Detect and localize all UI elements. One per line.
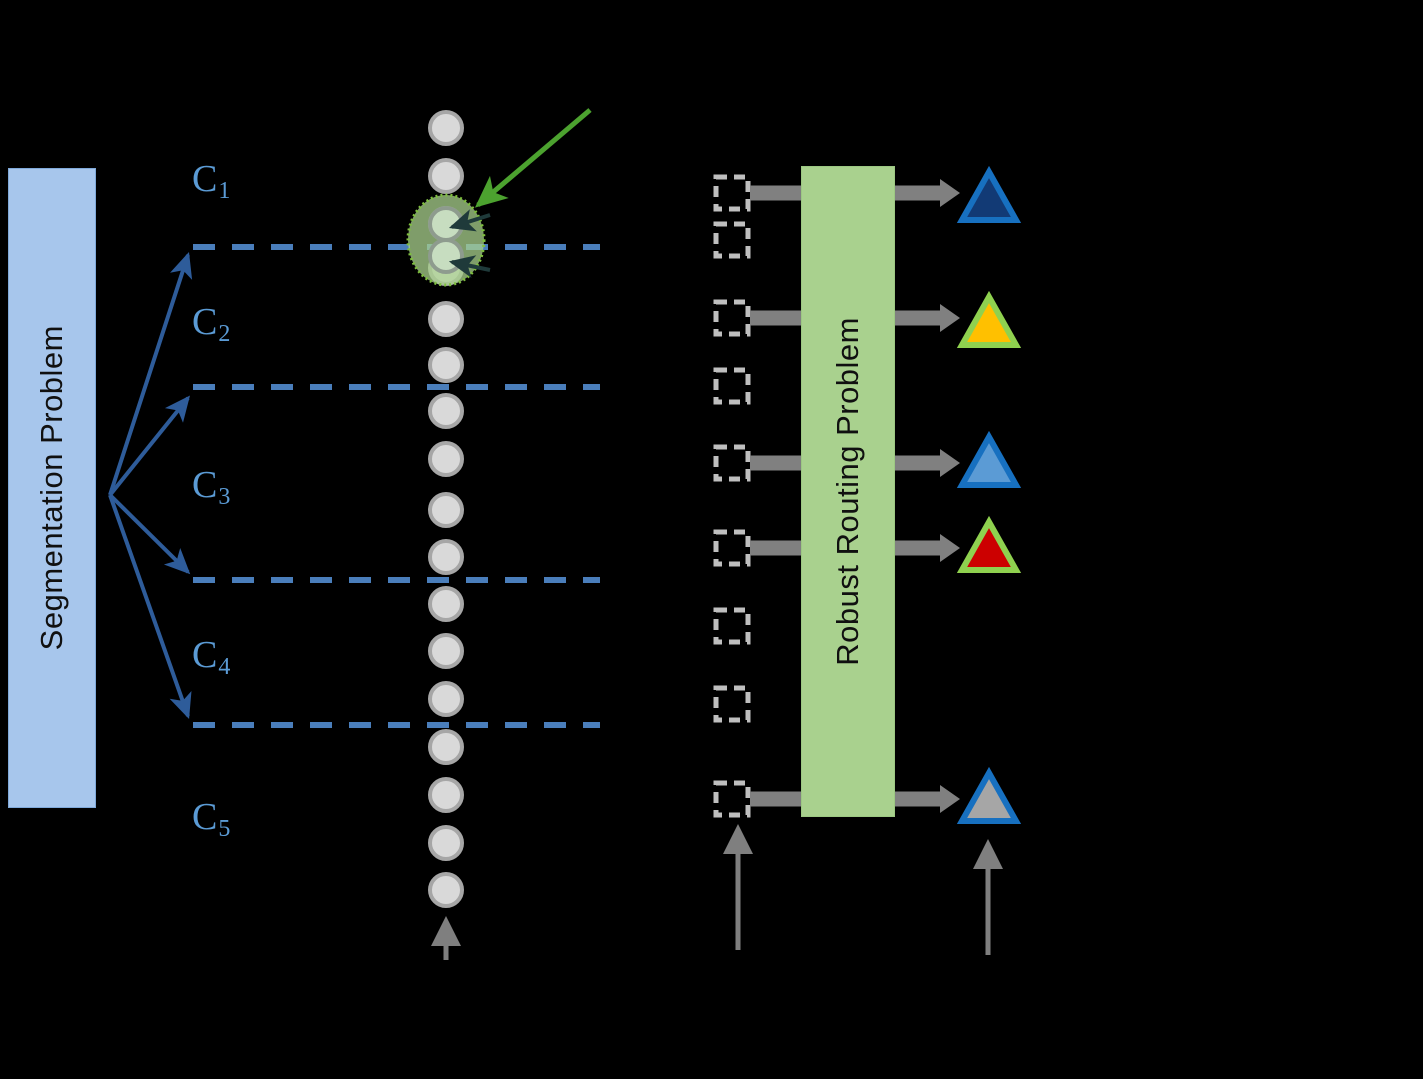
cluster-label-c5: C5 xyxy=(192,796,230,841)
cluster-label-c4: C4 xyxy=(192,634,230,679)
robust-routing-problem-bar: Robust Routing Problem xyxy=(801,166,895,817)
dashed-request-box[interactable] xyxy=(713,685,751,723)
routing-connector-arrowhead xyxy=(940,304,960,332)
segmentation-problem-bar: Segmentation Problem xyxy=(8,168,96,808)
node-circle[interactable] xyxy=(428,825,464,861)
vehicle-triangles xyxy=(956,165,1022,824)
dashed-request-box[interactable] xyxy=(713,299,751,337)
segmentation-fan-arrow xyxy=(108,251,193,496)
cluster-label-text: C xyxy=(192,796,218,838)
cluster-label-index: 4 xyxy=(218,654,231,680)
routing-connector-arrowhead xyxy=(940,534,960,562)
cluster-label-index: 2 xyxy=(218,321,231,347)
cluster-label-c1: C1 xyxy=(192,158,230,203)
node-circle[interactable] xyxy=(428,301,464,337)
dashed-request-box[interactable] xyxy=(713,174,751,212)
segmentation-fan-arrows xyxy=(108,251,193,720)
node-circle[interactable] xyxy=(428,393,464,429)
dashed-request-box[interactable] xyxy=(713,607,751,645)
dashed-request-box[interactable] xyxy=(713,221,751,259)
vehicle-triangle[interactable] xyxy=(956,515,1022,573)
highlight-callout-arrow xyxy=(474,108,592,208)
node-circle[interactable] xyxy=(428,492,464,528)
cluster-label-text: C xyxy=(192,158,218,200)
highlight-inner-arrow xyxy=(448,255,491,278)
cluster-label-c3: C3 xyxy=(192,464,230,509)
vehicle-triangle[interactable] xyxy=(956,430,1022,488)
cluster-label-text: C xyxy=(192,634,218,676)
node-circle[interactable] xyxy=(428,586,464,622)
node-circle[interactable] xyxy=(428,539,464,575)
node-circle[interactable] xyxy=(428,729,464,765)
vehicle-triangle[interactable] xyxy=(956,766,1022,824)
vehicle-triangle[interactable] xyxy=(956,290,1022,348)
cluster-label-text: C xyxy=(192,464,218,506)
node-circle[interactable] xyxy=(428,347,464,383)
segmentation-fan-arrow xyxy=(108,493,191,575)
node-circle[interactable] xyxy=(428,872,464,908)
cluster-label-index: 1 xyxy=(218,178,231,204)
highlighted-node-circle[interactable] xyxy=(428,238,464,274)
highlight-group xyxy=(406,108,592,960)
cluster-label-index: 5 xyxy=(218,816,231,842)
dashed-request-box[interactable] xyxy=(713,444,751,482)
cluster-label-index: 3 xyxy=(218,484,231,510)
segmentation-fan-arrow xyxy=(108,494,192,720)
routing-connector-arrowhead xyxy=(940,179,960,207)
node-circle[interactable] xyxy=(428,441,464,477)
bottom-input-arrows xyxy=(723,824,1003,955)
cluster-label-c2: C2 xyxy=(192,301,230,346)
segmentation-fan-arrow xyxy=(108,395,191,497)
vehicle-triangle[interactable] xyxy=(956,165,1022,223)
cluster-boundary-lines xyxy=(193,244,600,728)
dashed-request-box[interactable] xyxy=(713,529,751,567)
dashed-box-column xyxy=(713,174,751,818)
dashed-request-box[interactable] xyxy=(713,367,751,405)
node-circle[interactable] xyxy=(428,633,464,669)
node-circle[interactable] xyxy=(428,777,464,813)
node-circle[interactable] xyxy=(428,110,464,146)
routing-connector-arrowhead xyxy=(940,449,960,477)
routing-connectors xyxy=(750,179,960,813)
dashed-request-box[interactable] xyxy=(713,780,751,818)
node-circle[interactable] xyxy=(428,158,464,194)
highlight-inner-arrow xyxy=(448,209,491,232)
routing-connector-arrowhead xyxy=(940,785,960,813)
cluster-label-text: C xyxy=(192,301,218,343)
node-circle[interactable] xyxy=(428,681,464,717)
